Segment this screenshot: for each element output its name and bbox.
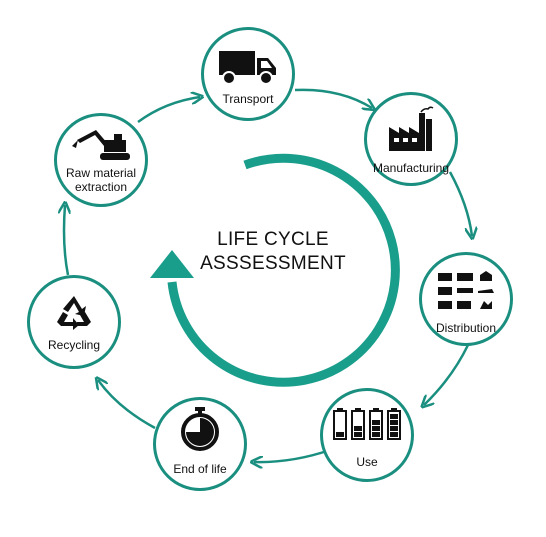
arrow-recycling-to-raw-material [64,205,68,276]
end-of-life-label: End of life [173,462,227,476]
distribution-label: Distribution [435,321,497,335]
stopwatch-icon [156,406,244,457]
arrow-distribution-to-use [424,344,470,405]
logistics-grid-icon [422,269,510,320]
node-distribution: Distribution [419,252,513,346]
node-end-of-life: End of life [153,397,247,491]
arrow-manufacturing-to-distribution [448,171,472,236]
transport-label: Transport [222,92,274,106]
arrow-end-of-life-to-recycling [98,380,156,430]
node-raw-material-extraction: Raw material extraction [54,113,148,207]
manufacturing-label: Manufacturing [372,161,450,175]
node-recycling: Recycling [27,275,121,369]
arrow-raw-material-to-transport [137,97,200,124]
center-cycle-arrow [150,153,400,387]
node-transport: Transport [201,27,295,121]
truck-icon [204,48,292,91]
center-title: LIFE CYCLE ASSSESSMENT [193,228,353,276]
arrow-use-to-end-of-life [254,448,331,462]
battery-levels-icon [323,407,411,446]
recycle-icon [30,294,118,335]
node-manufacturing: Manufacturing [364,92,458,186]
center-title-line1: LIFE CYCLE [217,229,329,250]
excavator-icon [57,128,145,167]
raw-material-label-line1: Raw material [65,166,137,180]
raw-material-label-line2: extraction [74,180,128,194]
factory-icon [367,105,455,158]
node-use: Use [320,388,414,482]
use-label: Use [356,455,378,469]
recycling-label: Recycling [47,338,101,352]
arrow-transport-to-manufacturing [294,88,372,108]
center-title-line2: ASSSESSMENT [200,253,346,274]
